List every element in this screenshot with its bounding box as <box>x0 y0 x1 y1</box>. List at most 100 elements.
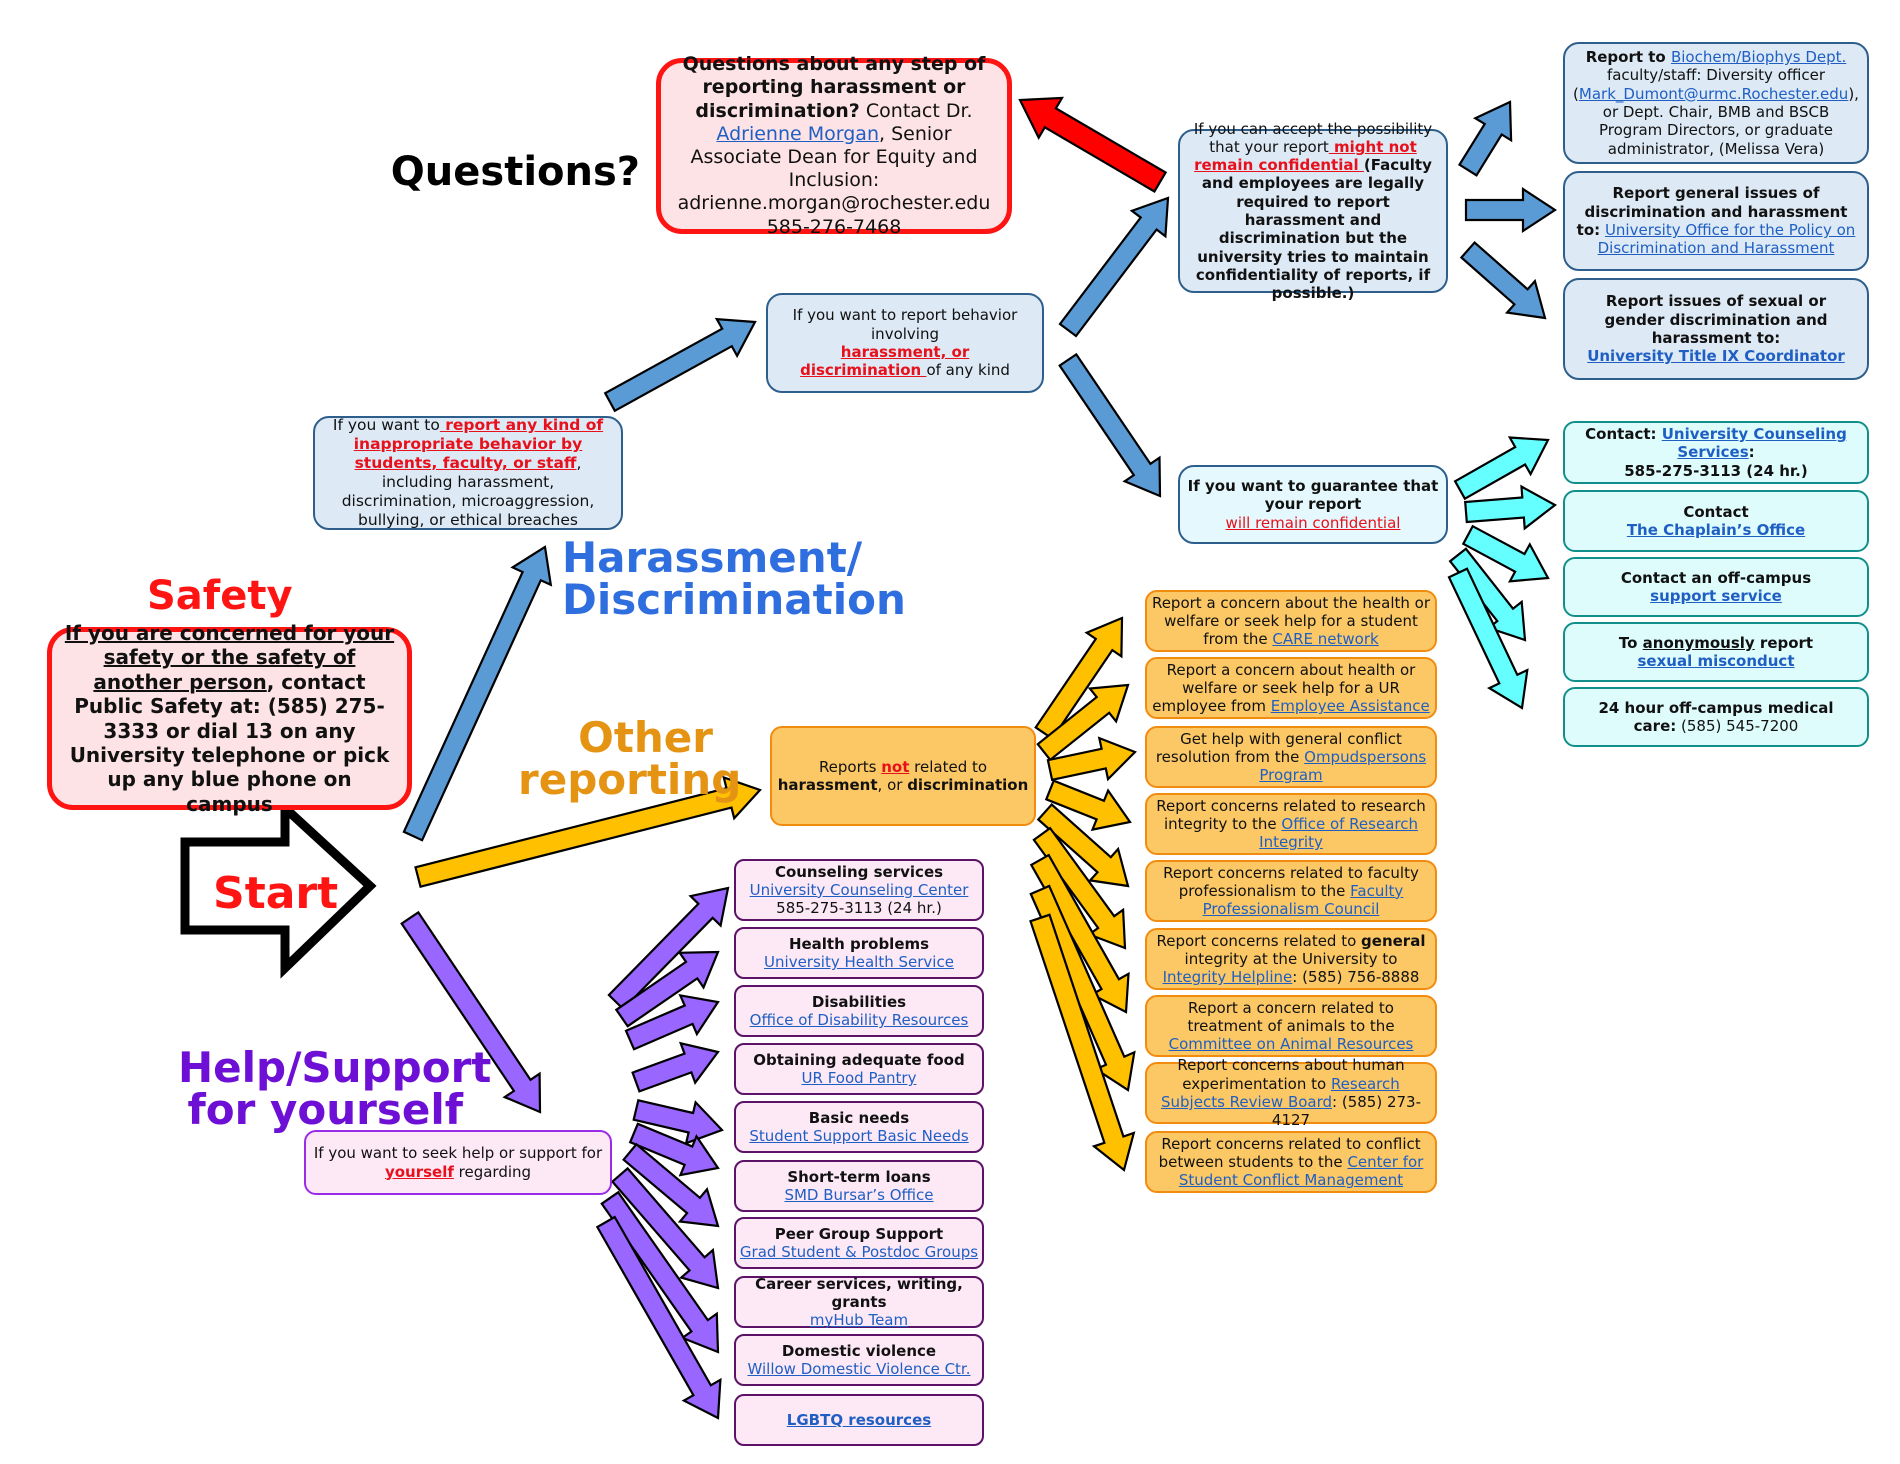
counseling-services-link[interactable]: University Counseling Services <box>1661 425 1847 462</box>
help-target-link[interactable]: LGBTQ resources <box>786 1410 932 1429</box>
arrow-to-confidential-target <box>1464 484 1558 531</box>
biochem-bold: Report to <box>1585 48 1671 67</box>
help-target-link[interactable]: Grad Student & Postdoc Groups <box>739 1243 979 1261</box>
arrow-to-help-target <box>600 1190 720 1354</box>
help-target-link[interactable]: University Health Service <box>764 953 954 971</box>
help-target-link[interactable]: Willow Domestic Violence Ctr. <box>747 1360 971 1378</box>
help-target-title: Health problems <box>788 934 930 953</box>
conf-pre: If you want to guarantee that your repor… <box>1187 477 1439 514</box>
conf-anon-post: report <box>1754 633 1814 652</box>
conf-target-offcampus: Contact an off-campus support service <box>1563 557 1869 617</box>
other-reports-box: Reports not related to harassment, or di… <box>770 726 1036 826</box>
arrow-to-help-target <box>631 1041 720 1093</box>
arrow-to-help-target <box>610 1166 720 1290</box>
other-target-link[interactable]: Employee Assistance <box>1270 697 1430 716</box>
other-target-text: Report a concern about health or welfare… <box>1152 660 1416 716</box>
help-target-title: Career services, writing, grants <box>755 1274 963 1311</box>
other-pre: Reports <box>818 757 882 776</box>
help-target-link[interactable]: myHub Team <box>809 1311 909 1330</box>
questions-pre: Contact Dr. <box>859 99 973 122</box>
arrow-to-confidential-target <box>1461 524 1550 583</box>
other-target-item: Report concerns about human experimentat… <box>1145 1056 1437 1129</box>
other-target-after: : (585) 273-4127 <box>1271 1093 1421 1130</box>
other-target-link[interactable]: Research Subjects Review Board <box>1161 1074 1400 1111</box>
chaplain-office-link[interactable]: The Chaplain’s Office <box>1626 521 1806 539</box>
policy-bold: Report general issues of discrimination … <box>1576 184 1848 239</box>
other-target-link[interactable]: Office of Research Integrity <box>1259 814 1418 852</box>
questions-phone: 585-276-7468 <box>766 215 902 238</box>
not-conf-red: might not remain confidential <box>1194 137 1417 175</box>
arrow-to-other-target <box>1046 736 1137 782</box>
support-service-link[interactable]: support service <box>1650 587 1782 605</box>
other-target-link[interactable]: Center for Student Conflict Management <box>1178 1152 1424 1190</box>
not-confidential-box: If you can accept the possibility that y… <box>1178 120 1448 302</box>
help-target-link[interactable]: SMD Bursar’s Office <box>784 1186 934 1204</box>
report-any-post: , including harassment, discrimination, … <box>341 454 595 529</box>
conf-counseling-post: : <box>1748 443 1755 462</box>
other-target-link[interactable]: Committee on Animal Resources <box>1168 1035 1414 1054</box>
start-label[interactable]: Start <box>213 868 339 919</box>
conf-anon-u: anonymously <box>1642 633 1755 652</box>
help-red: yourself <box>384 1162 454 1181</box>
other-target-text: Report concerns related to research inte… <box>1156 796 1426 833</box>
policy-office-link[interactable]: University Office for the Policy on Disc… <box>1597 221 1856 258</box>
other-target-link[interactable]: CARE network <box>1272 630 1379 649</box>
report-target-biochem: Report to Biochem/Biophys Dept. faculty/… <box>1563 42 1869 164</box>
arrow-to-not-confidential <box>1058 196 1170 338</box>
safety-box: If you are concerned for your safety or … <box>47 621 412 816</box>
help-target-link[interactable]: Student Support Basic Needs <box>749 1127 969 1145</box>
help-target-link[interactable]: Office of Disability Resources <box>749 1011 969 1029</box>
help-heading: Help/Support for yourself <box>178 1047 491 1131</box>
arrow-to-other-target <box>1044 779 1132 832</box>
harassment-red: harassment, or discrimination <box>800 343 970 380</box>
harassment-heading-line1: Harassment/ <box>562 533 863 582</box>
report-any-behavior-box: If you want to report any kind of inappr… <box>313 416 623 530</box>
other-target-item: Get help with general conflict resolutio… <box>1145 726 1437 788</box>
biochem-dept-link[interactable]: Biochem/Biophys Dept. <box>1670 48 1847 67</box>
title-ix-link[interactable]: University Title IX Coordinator <box>1587 347 1845 366</box>
arrow-to-confidential <box>1058 352 1162 498</box>
help-target-link[interactable]: University Counseling Center <box>749 880 969 899</box>
other-target-item: Report a concern about health or welfare… <box>1145 657 1437 719</box>
help-target-link[interactable]: UR Food Pantry <box>801 1069 917 1087</box>
title-ix-bold: Report issues of sexual or gender discri… <box>1604 292 1828 347</box>
questions-bold: Questions about any step of reporting ha… <box>682 53 986 122</box>
other-target-link[interactable]: Ompudspersons Program <box>1259 747 1427 785</box>
questions-contact-box: Questions about any step of reporting ha… <box>656 53 1012 238</box>
start-arrow <box>180 797 377 979</box>
help-target-title: Counseling services <box>774 862 944 881</box>
other-bold1: harassment <box>777 776 878 794</box>
adrienne-morgan-link[interactable]: Adrienne Morgan <box>716 122 879 145</box>
not-conf-post: (Faculty and employees are legally requi… <box>1195 156 1432 303</box>
other-heading-line1: Other <box>578 713 713 762</box>
arrow-to-help-target <box>632 1098 724 1145</box>
other-target-item: Report concerns related to general integ… <box>1145 928 1437 990</box>
arrow-to-help-target <box>595 1215 722 1420</box>
arrow-to-help-target <box>614 950 720 1028</box>
arrow-to-help-target <box>607 886 730 1011</box>
sexual-misconduct-link[interactable]: sexual misconduct <box>1637 652 1795 670</box>
other-heading: Other reporting <box>518 713 741 801</box>
other-target-item: Report concerns related to faculty profe… <box>1145 860 1437 922</box>
mark-dumont-email-link[interactable]: Mark_Dumont@urmc.Rochester.edu <box>1578 84 1849 103</box>
other-target-link[interactable]: Integrity Helpline <box>1162 968 1293 987</box>
other-target-link[interactable]: Faculty Professionalism Council <box>1202 881 1404 919</box>
help-target-title: Peer Group Support <box>774 1224 944 1243</box>
arrow-to-harassment <box>402 545 553 842</box>
arrow-to-confidential-target <box>1453 436 1550 501</box>
arrow-to-other-target <box>1029 913 1136 1172</box>
help-target-title: Obtaining adequate food <box>753 1050 965 1069</box>
conf-counseling-pre: Contact: <box>1585 425 1662 444</box>
conf-target-chaplain: Contact The Chaplain’s Office <box>1563 490 1869 552</box>
other-red: not <box>881 757 910 776</box>
conf-chaplain-pre: Contact <box>1683 502 1749 521</box>
biochem-text2: ), or Dept. Chair, BMB and BSCB Program … <box>1599 84 1859 158</box>
conf-target-medical: 24 hour off-campus medical care: (585) 5… <box>1563 687 1869 747</box>
report-target-policy-office: Report general issues of discrimination … <box>1563 171 1869 271</box>
other-bold2: discrimination <box>907 776 1029 794</box>
